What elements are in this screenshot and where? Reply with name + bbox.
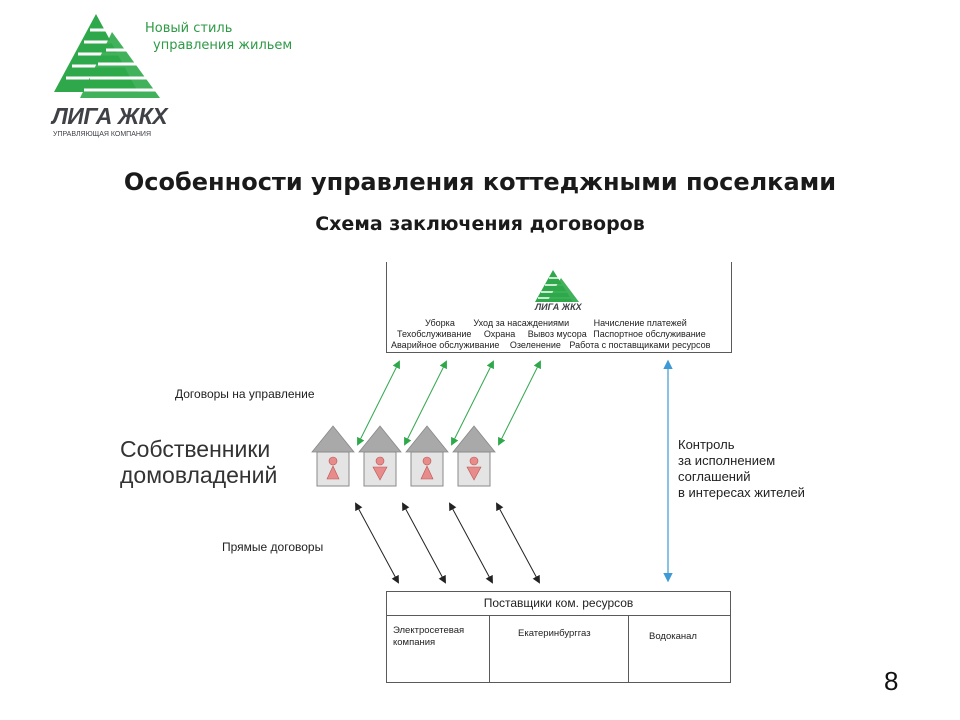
- suppliers-header: Поставщики ком. ресурсов: [483, 596, 634, 610]
- supplier-cell: Водоканал: [649, 631, 697, 642]
- supplier-cell: Электросетевая компания: [393, 625, 465, 648]
- slogan-line1: Новый стиль: [145, 21, 233, 36]
- direct-contracts-label: Прямые договоры: [222, 540, 324, 554]
- liga-logo-icon: [54, 14, 160, 98]
- control-line: в интересах жителей: [678, 485, 805, 500]
- house-icon: [452, 425, 496, 487]
- slogan-line2: управления жильем: [153, 38, 293, 53]
- management-contracts-label: Договоры на управление: [175, 387, 315, 401]
- management-arrow: [404, 360, 447, 446]
- owners-label-line2: домовладений: [120, 462, 278, 488]
- management-arrow: [357, 360, 400, 446]
- direct-arrow: [355, 502, 399, 584]
- service-item: Техобслуживание: [397, 329, 472, 339]
- management-arrow: [498, 360, 541, 446]
- service-item: Уход за насаждениями: [473, 318, 570, 328]
- control-line: соглашений: [678, 469, 751, 484]
- service-item: Озеленение: [509, 340, 561, 350]
- service-item: Охрана: [483, 329, 516, 339]
- house-icon: [311, 425, 355, 487]
- small-liga-logo-icon: [535, 270, 579, 302]
- header-divider: [387, 615, 730, 616]
- service-row-2: Техобслуживание Охрана Вывоз мусора Пасп…: [397, 329, 706, 339]
- service-item: Вывоз мусора: [527, 329, 587, 339]
- small-logo-name: ЛИГА ЖКХ: [535, 302, 582, 312]
- control-line: за исполнением: [678, 453, 776, 468]
- owners-label-line1: Собственники: [120, 436, 271, 462]
- service-item: Начисление платежей: [593, 318, 687, 328]
- service-row-3: Аварийное обслуживание Озеленение Работа…: [391, 340, 710, 350]
- suppliers-table: Поставщики ком. ресурсов Электросетевая …: [386, 591, 731, 683]
- control-line: Контроль: [678, 437, 735, 452]
- page-number: 8: [884, 666, 899, 696]
- company-box: ЛИГА ЖКХ Уборка Уход за насаждениями Нач…: [386, 262, 732, 353]
- logo-name: ЛИГА ЖКХ: [52, 103, 168, 129]
- service-row-1: Уборка Уход за насаждениями Начисление п…: [425, 318, 687, 328]
- column-divider: [628, 615, 629, 682]
- management-arrow: [451, 360, 494, 446]
- direct-arrow: [449, 502, 493, 584]
- page-subtitle: Схема заключения договоров: [315, 213, 645, 235]
- houses-group: [311, 425, 496, 487]
- direct-arrow: [402, 502, 446, 584]
- logo-subtitle: УПРАВЛЯЮЩАЯ КОМПАНИЯ: [53, 131, 152, 138]
- supplier-cell: Екатеринбурггаз: [518, 628, 591, 639]
- service-item: Работа с поставщиками ресурсов: [569, 340, 711, 350]
- control-label: Контроль за исполнением соглашений в инт…: [678, 437, 805, 501]
- house-icon: [358, 425, 402, 487]
- direct-arrow: [496, 502, 540, 584]
- page-title: Особенности управления коттеджными посел…: [123, 168, 837, 196]
- service-item: Уборка: [425, 318, 455, 328]
- service-item: Паспортное обслуживание: [593, 329, 706, 339]
- house-icon: [405, 425, 449, 487]
- service-item: Аварийное обслуживание: [391, 340, 500, 350]
- column-divider: [489, 615, 490, 682]
